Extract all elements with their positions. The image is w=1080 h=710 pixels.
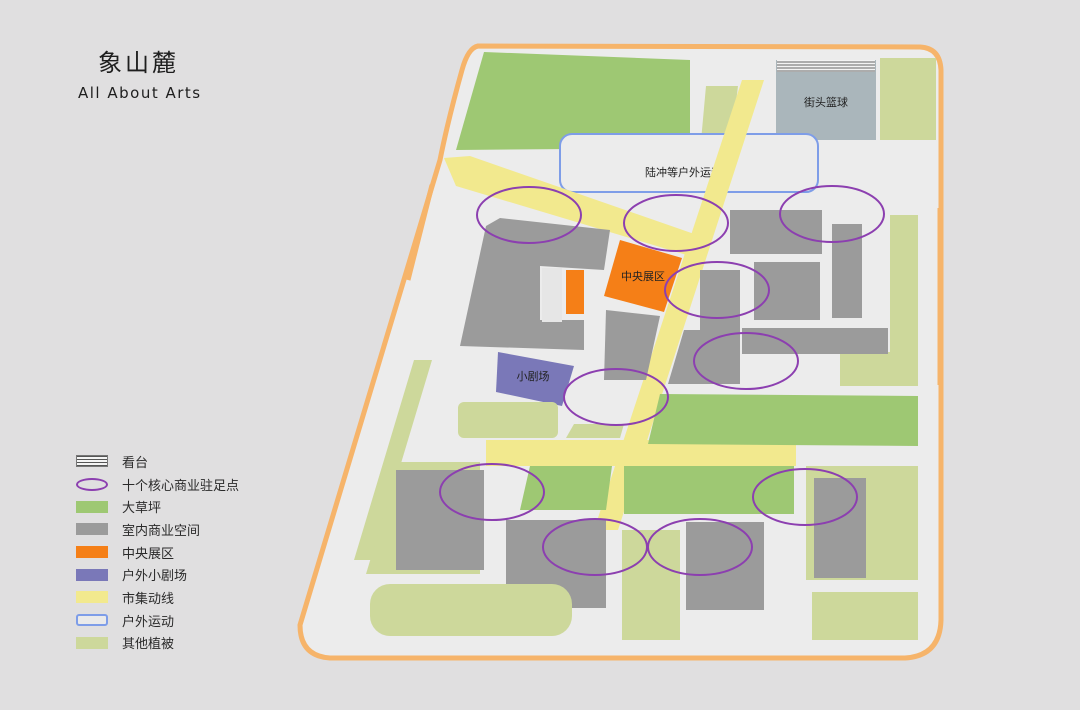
- legend: 看台 十个核心商业驻足点 大草坪 室内商业空间 中央展区 户外小剧场 市集动线 …: [76, 450, 239, 654]
- stands-icon: [777, 60, 875, 72]
- vegetation-right-strip: [890, 215, 918, 355]
- legend-label: 其他植被: [122, 637, 175, 653]
- indoor-swatch-icon: [76, 523, 108, 536]
- basketball-court: [776, 60, 876, 140]
- core-point: [693, 332, 799, 390]
- stands-swatch-icon: [76, 455, 108, 468]
- core-point: [779, 185, 885, 243]
- core-point-swatch-icon: [76, 477, 108, 491]
- legend-label: 户外小剧场: [122, 569, 188, 585]
- indoor-block-mid-b: [754, 262, 820, 320]
- lawn-lower-center-right: [624, 466, 794, 514]
- lawn-top-left: [456, 52, 690, 150]
- core-points: [439, 185, 885, 576]
- market-route-swatch-icon: [76, 591, 108, 604]
- vegetation-left-mid: [354, 360, 432, 560]
- indoor-block-mid-d: [742, 328, 888, 354]
- outdoor-sports-zone: [559, 133, 819, 193]
- vegetation-right-mid: [840, 352, 918, 386]
- indoor-block-center-low: [604, 310, 660, 380]
- lawn-mid-right: [648, 394, 918, 446]
- central-exhibition-area: [604, 240, 682, 312]
- vegetation-bottom-mid: [622, 530, 680, 640]
- vegetation-mid-left: [458, 402, 558, 438]
- legend-item-core-points: 十个核心商业驻足点: [76, 473, 239, 496]
- map-subtitle: All About Arts: [78, 84, 202, 102]
- legend-item-indoor: 室内商业空间: [76, 518, 239, 541]
- core-point: [752, 468, 858, 526]
- small-theater-area: [496, 352, 574, 406]
- theater-swatch-icon: [76, 568, 108, 581]
- legend-item-central-exhibition: 中央展区: [76, 541, 239, 564]
- market-route-diagonal: [444, 156, 700, 256]
- legend-label: 看台: [122, 455, 149, 471]
- map-title: 象山麓: [98, 49, 179, 77]
- title-block: 象山麓 All About Arts: [78, 48, 202, 102]
- central-exhibition-small: [566, 270, 584, 314]
- vegetation-swatch-icon: [76, 636, 108, 649]
- legend-item-other-vegetation: 其他植被: [76, 632, 239, 655]
- core-point: [647, 518, 753, 576]
- core-point: [623, 194, 729, 252]
- basketball-label: 街头篮球: [804, 95, 848, 109]
- vegetation-bottom-right: [812, 592, 918, 640]
- outdoor-sport-swatch-icon: [76, 614, 108, 627]
- indoor-block-lower-right: [686, 522, 764, 610]
- small-theater-label: 小剧场: [517, 369, 550, 383]
- legend-label: 中央展区: [122, 546, 175, 562]
- boundary-accents: [405, 184, 943, 385]
- core-point: [563, 368, 669, 426]
- indoor-block-far-right: [814, 478, 866, 578]
- indoor-block-lower-left: [396, 470, 484, 570]
- legend-label: 市集动线: [122, 591, 175, 607]
- lawn-swatch-icon: [76, 500, 108, 513]
- market-route-main: [594, 80, 764, 530]
- core-point: [439, 463, 545, 521]
- vegetation-bottom-left: [370, 584, 572, 636]
- indoor-block-upper-right-a: [730, 210, 822, 254]
- indoor-block-left: [460, 218, 610, 350]
- legend-label: 户外运动: [122, 614, 175, 630]
- legend-item-theater: 户外小剧场: [76, 563, 239, 586]
- legend-label: 室内商业空间: [122, 523, 201, 539]
- indoor-block-mid-a: [668, 270, 740, 384]
- lawn-lower-center: [520, 466, 612, 510]
- indoor-block-small: [542, 268, 562, 322]
- core-point: [476, 186, 582, 244]
- legend-item-stands: 看台: [76, 450, 239, 473]
- central-exhibition-swatch-icon: [76, 546, 108, 559]
- legend-item-outdoor-sport: 户外运动: [76, 609, 239, 632]
- core-point: [664, 261, 770, 319]
- vegetation-top-right: [880, 58, 936, 140]
- central-exhibition-label: 中央展区: [621, 270, 665, 283]
- legend-label: 十个核心商业驻足点: [122, 478, 240, 494]
- legend-label: 大草坪: [122, 501, 162, 517]
- legend-item-lawn: 大草坪: [76, 495, 239, 518]
- legend-item-market-route: 市集动线: [76, 586, 239, 609]
- vegetation-mid-small: [566, 424, 624, 438]
